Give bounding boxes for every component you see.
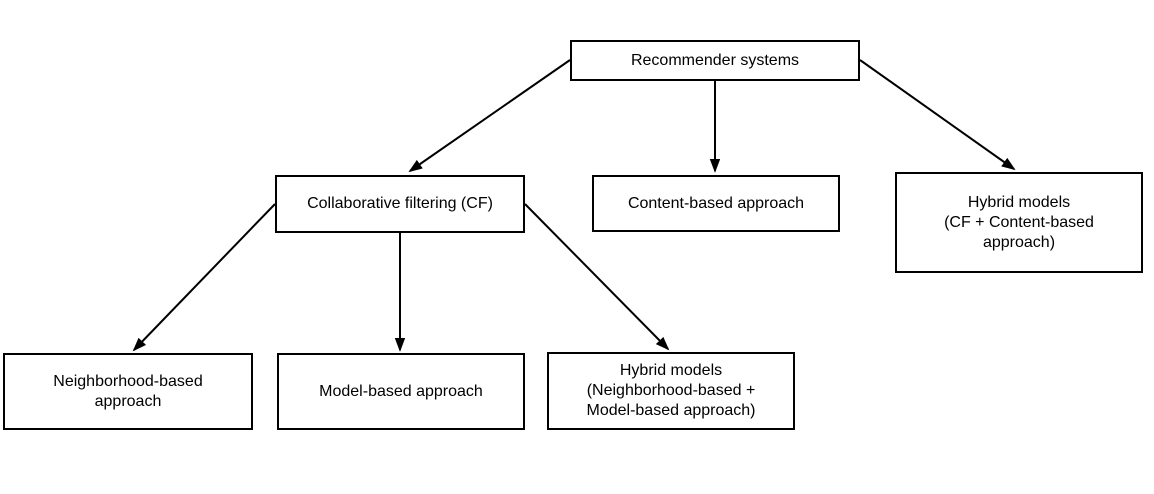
node-hybrid-models-neighborhood-model: Hybrid models (Neighborhood-based + Mode…: [547, 352, 795, 430]
node-model-based-approach-label: Model-based approach: [319, 382, 483, 400]
node-content-based-approach: Content-based approach: [592, 175, 840, 232]
node-hybrid-models-cf-content: Hybrid models (CF + Content-based approa…: [895, 172, 1143, 273]
node-neighborhood-based-approach-label: Neighborhood-based approach: [53, 372, 203, 410]
node-collaborative-filtering: Collaborative filtering (CF): [275, 175, 525, 233]
edge-root-to-hybrid-models-top: [859, 59, 1014, 169]
edge-cf-to-hybrid-models-bottom: [524, 203, 668, 349]
edge-root-to-cf: [410, 59, 571, 171]
node-recommender-systems-label: Recommender systems: [630, 51, 800, 69]
node-neighborhood-based-approach: Neighborhood-based approach: [3, 353, 253, 430]
node-collaborative-filtering-label: Collaborative filtering (CF): [307, 195, 493, 212]
node-model-based-approach: Model-based approach: [277, 353, 525, 430]
node-hybrid-models-neighborhood-model-label: Hybrid models (Neighborhood-based + Mode…: [586, 362, 756, 419]
node-hybrid-models-cf-content-label: Hybrid models (CF + Content-based approa…: [944, 193, 1094, 251]
node-content-based-approach-label: Content-based approach: [627, 194, 805, 212]
node-recommender-systems: Recommender systems: [570, 40, 860, 81]
edge-cf-to-neighborhood-based: [134, 203, 276, 350]
